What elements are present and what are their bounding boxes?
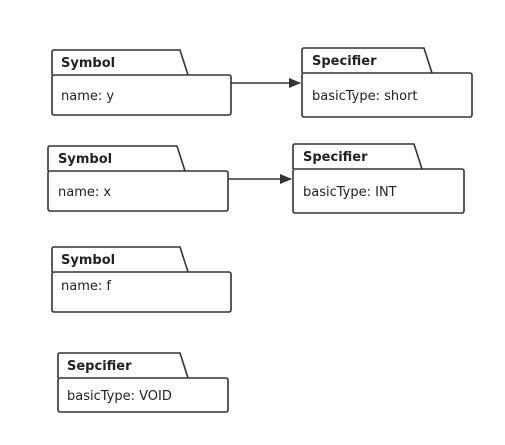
edges xyxy=(228,78,301,184)
node-specifier-short[interactable]: Specifier basicType: short xyxy=(301,47,473,118)
node-attribute: name: x xyxy=(58,185,111,200)
node-symbol-x[interactable]: Symbol name: x xyxy=(47,145,229,212)
node-attribute: name: f xyxy=(61,279,111,294)
node-tab xyxy=(292,143,423,170)
node-attribute: basicType: INT xyxy=(303,185,397,200)
node-body xyxy=(47,170,229,212)
node-symbol-f[interactable]: Symbol name: f xyxy=(51,246,232,313)
node-tab xyxy=(301,47,433,74)
node-body xyxy=(51,271,232,313)
node-body xyxy=(57,377,229,413)
node-tab xyxy=(47,145,186,172)
node-sepcifier-void[interactable]: Sepcifier basicType: VOID xyxy=(57,352,229,413)
node-title: Symbol xyxy=(58,152,112,167)
node-title: Sepcifier xyxy=(67,359,132,374)
node-attribute: name: y xyxy=(61,89,114,104)
node-body xyxy=(301,72,473,118)
node-title: Symbol xyxy=(61,253,115,268)
node-title: Specifier xyxy=(312,54,377,69)
node-attribute: basicType: short xyxy=(312,89,418,104)
node-tab xyxy=(57,352,189,379)
node-tab xyxy=(51,246,189,273)
node-specifier-int[interactable]: Specifier basicType: INT xyxy=(292,143,465,214)
node-symbol-y[interactable]: Symbol name: y xyxy=(51,49,232,116)
node-title: Symbol xyxy=(61,56,115,71)
node-tab xyxy=(51,49,189,76)
node-body xyxy=(51,74,232,116)
node-attribute: basicType: VOID xyxy=(67,389,172,404)
node-title: Specifier xyxy=(303,150,368,165)
node-body xyxy=(292,168,465,214)
